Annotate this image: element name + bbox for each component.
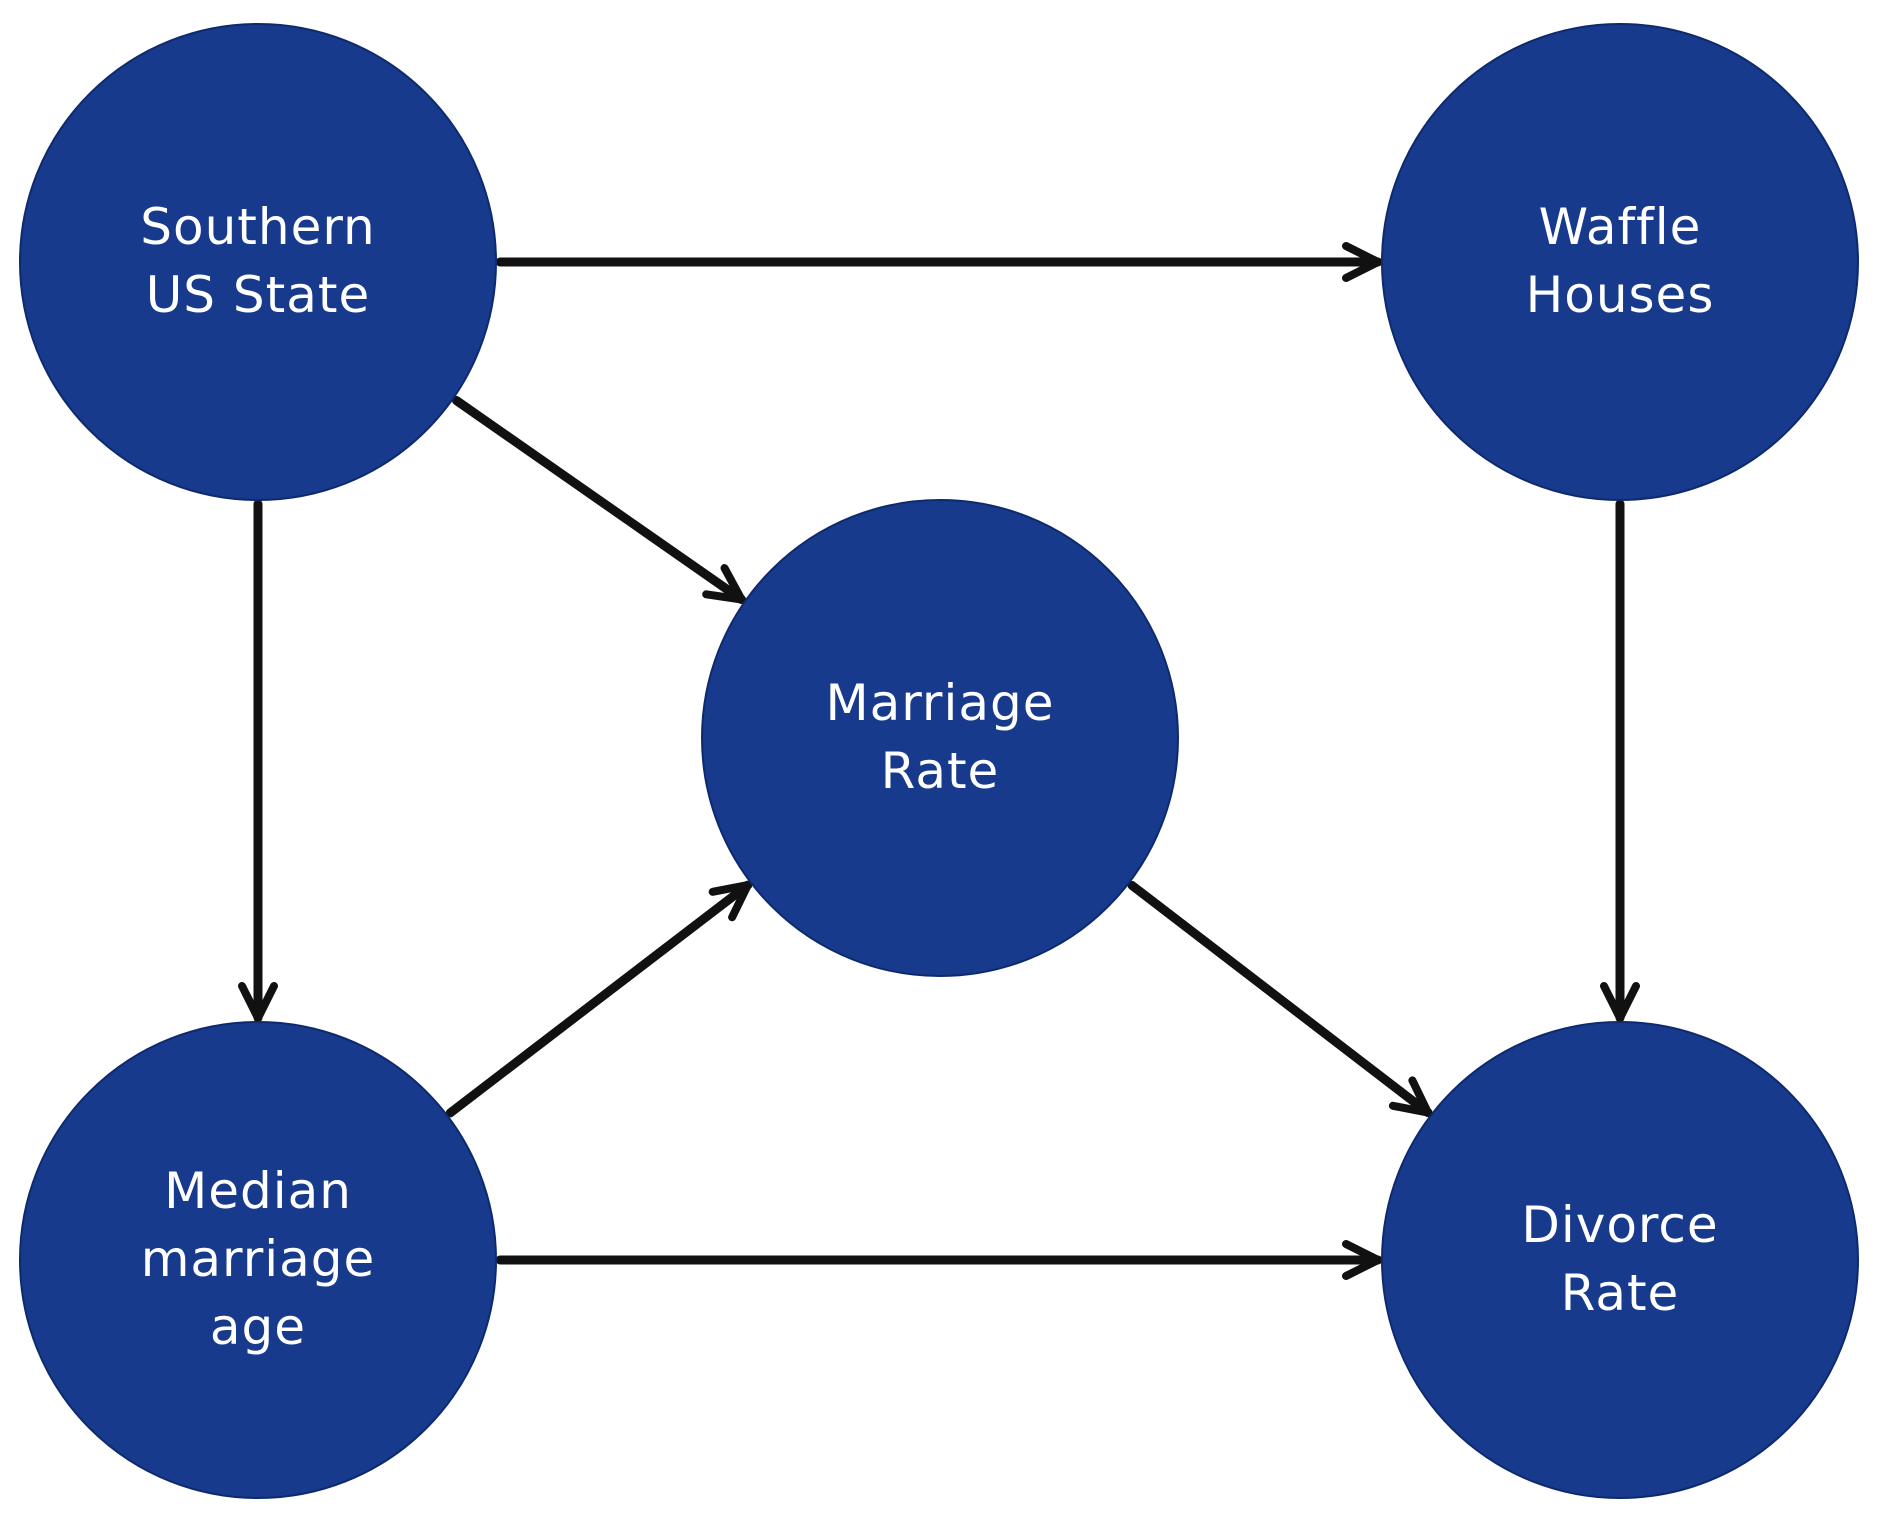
node-circle-marriage <box>701 499 1179 977</box>
node-label-divorce-line-1: Rate <box>1561 1264 1680 1322</box>
edges-layer <box>238 242 1640 1280</box>
node-label-marriage-line-0: Marriage <box>825 674 1054 732</box>
node-circle-divorce <box>1381 1021 1859 1499</box>
nodes-layer: Southern US State WaffleHousesMarriageRate… <box>19 23 1859 1499</box>
node-circle-southern <box>19 23 497 501</box>
node-label-median-line-0: Median <box>164 1162 352 1220</box>
node-label-southern-line-0: Southern <box>140 198 375 256</box>
node-label-waffle-line-1: Houses <box>1526 266 1715 324</box>
edge-southern-to-marriage <box>451 396 747 604</box>
node-circle-median <box>19 1021 497 1499</box>
node-southern: Southern US State <box>19 23 497 501</box>
node-label-median-line-2: age <box>210 1298 306 1356</box>
node-label-southern-line-1: US State <box>146 266 371 324</box>
edge-marriage-to-divorce <box>1127 880 1433 1118</box>
node-label-divorce-line-0: Divorce <box>1521 1196 1718 1254</box>
node-median: Median marriage age <box>19 1021 497 1499</box>
node-label-waffle-line-0: Waffle <box>1539 198 1702 256</box>
node-circle-waffle <box>1381 23 1859 501</box>
edge-median-to-marriage <box>445 880 753 1118</box>
node-label-marriage-line-1: Rate <box>881 742 1000 800</box>
node-label-median-line-1: marriage <box>141 1230 376 1288</box>
